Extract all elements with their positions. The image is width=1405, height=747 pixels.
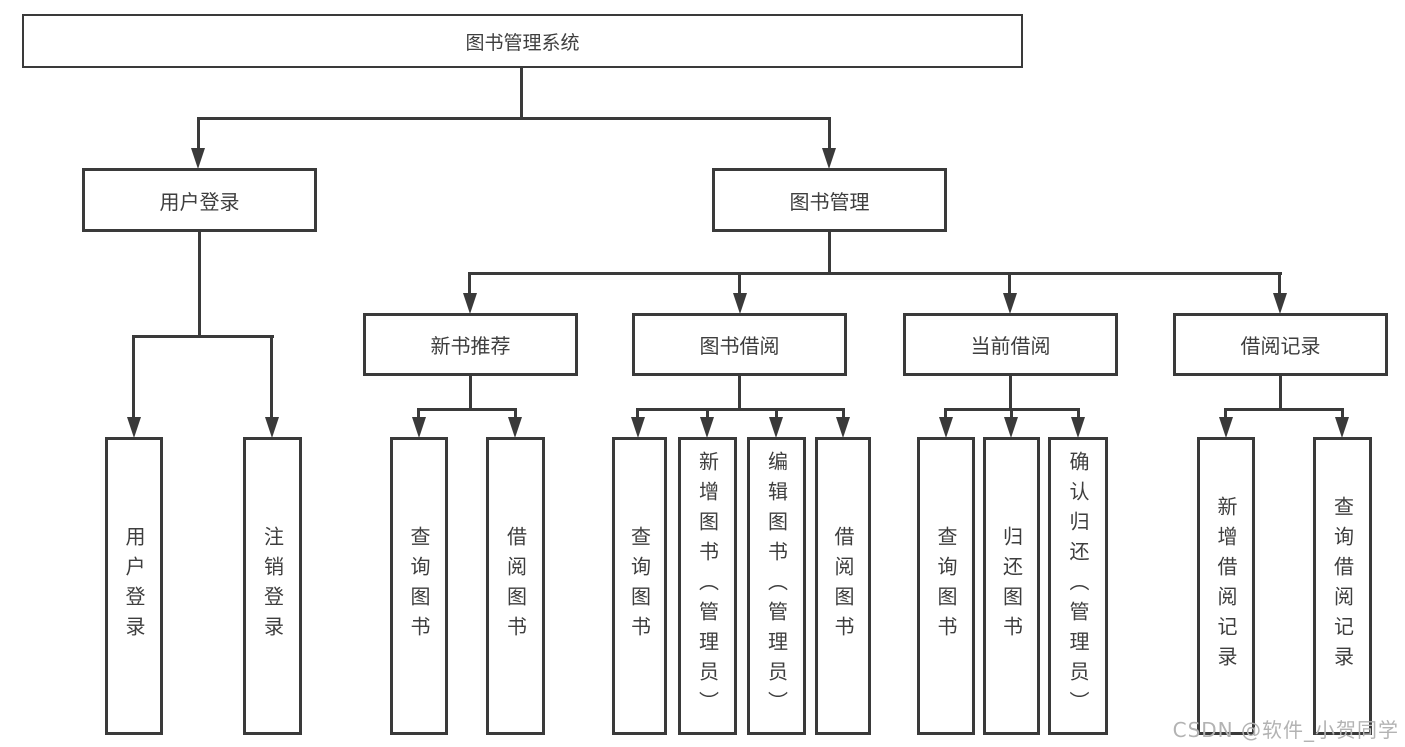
leaf-label: 编辑图书（管理员） — [764, 451, 789, 721]
connector-line — [1279, 375, 1282, 409]
arrow-down-icon — [1004, 417, 1018, 438]
connector-line — [197, 117, 200, 151]
arrow-down-icon — [700, 417, 714, 438]
leaf-borrow-books: 借阅图书 — [815, 437, 871, 735]
connector-line — [842, 408, 845, 420]
connector-line — [1008, 272, 1011, 297]
node-label: 借阅记录 — [1240, 334, 1321, 358]
connector-line — [198, 232, 201, 336]
arrow-down-icon — [1335, 417, 1349, 438]
leaf-label: 归还图书 — [999, 526, 1024, 646]
arrow-down-icon — [733, 293, 747, 314]
arrow-down-icon — [769, 417, 783, 438]
connector-line — [469, 272, 1282, 275]
connector-line — [1009, 375, 1012, 409]
leaf-label: 借阅图书 — [831, 526, 855, 646]
connector-line — [828, 232, 831, 273]
arrow-down-icon — [939, 417, 953, 438]
arrow-down-icon — [1219, 417, 1233, 438]
connector-line — [706, 408, 709, 420]
arrow-down-icon — [265, 417, 279, 438]
arrow-down-icon — [822, 148, 836, 169]
connector-line — [738, 272, 741, 297]
leaf-confirm-return-admin: 确认归还（管理员） — [1048, 437, 1108, 735]
node-library-management-system: 图书管理系统 — [22, 14, 1023, 68]
leaf-label: 新增借阅记录 — [1214, 496, 1238, 676]
arrow-down-icon — [1071, 417, 1085, 438]
connector-line — [1224, 408, 1227, 420]
connector-line — [636, 408, 639, 420]
leaf-label: 用户登录 — [122, 526, 146, 646]
node-label: 图书管理系统 — [465, 31, 580, 54]
node-borrowing-records: 借阅记录 — [1173, 313, 1388, 376]
leaf-label: 查询图书 — [934, 526, 958, 646]
node-label: 图书借阅 — [699, 334, 780, 358]
leaf-query-borrow-record: 查询借阅记录 — [1313, 437, 1372, 735]
node-user-login: 用户登录 — [82, 168, 317, 232]
connector-line — [468, 272, 471, 297]
arrow-down-icon — [1273, 293, 1287, 314]
connector-line — [1278, 272, 1281, 297]
node-new-book-recommend: 新书推荐 — [363, 313, 578, 376]
leaf-logout: 注销登录 — [243, 437, 302, 735]
connector-line — [520, 68, 523, 118]
leaf-label: 借阅图书 — [503, 526, 528, 646]
leaf-edit-books-admin: 编辑图书（管理员） — [747, 437, 806, 735]
leaf-query-books: 查询图书 — [917, 437, 975, 735]
leaf-label: 查询图书 — [627, 526, 652, 646]
connector-line — [197, 117, 831, 120]
connector-line — [417, 408, 517, 411]
leaf-query-books: 查询图书 — [612, 437, 667, 735]
connector-line — [132, 335, 274, 338]
connector-line — [944, 408, 947, 420]
leaf-user-login: 用户登录 — [105, 437, 163, 735]
leaf-return-books: 归还图书 — [983, 437, 1040, 735]
arrow-down-icon — [1003, 293, 1017, 314]
connector-line — [132, 335, 135, 419]
node-label: 新书推荐 — [430, 334, 511, 358]
leaf-add-books-admin: 新增图书（管理员） — [678, 437, 737, 735]
connector-line — [270, 335, 273, 419]
connector-line — [1010, 408, 1013, 420]
connector-line — [1224, 408, 1344, 411]
connector-line — [738, 375, 741, 409]
leaf-label: 确认归还（管理员） — [1066, 451, 1090, 721]
arrow-down-icon — [191, 148, 205, 169]
connector-line — [469, 375, 472, 409]
connector-line — [775, 408, 778, 420]
leaf-query-books: 查询图书 — [390, 437, 448, 735]
connector-line — [828, 117, 831, 151]
node-label: 图书管理 — [789, 189, 870, 214]
node-label: 用户登录 — [159, 189, 240, 214]
node-label: 当前借阅 — [970, 334, 1051, 358]
connector-line — [636, 408, 845, 411]
leaf-label: 注销登录 — [260, 526, 285, 646]
arrow-down-icon — [508, 417, 522, 438]
connector-line — [1077, 408, 1080, 420]
csdn-watermark: CSDN @软件_小贺同学 — [1172, 718, 1399, 742]
leaf-label: 查询借阅记录 — [1330, 496, 1355, 676]
connector-line — [1341, 408, 1344, 420]
leaf-add-borrow-record: 新增借阅记录 — [1197, 437, 1255, 735]
leaf-label: 新增图书（管理员） — [695, 451, 720, 721]
arrow-down-icon — [127, 417, 141, 438]
leaf-borrow-books: 借阅图书 — [486, 437, 545, 735]
node-current-borrowing: 当前借阅 — [903, 313, 1118, 376]
node-book-borrowing: 图书借阅 — [632, 313, 847, 376]
arrow-down-icon — [631, 417, 645, 438]
arrow-down-icon — [463, 293, 477, 314]
node-book-management: 图书管理 — [712, 168, 947, 232]
connector-line — [417, 408, 420, 420]
arrow-down-icon — [836, 417, 850, 438]
arrow-down-icon — [412, 417, 426, 438]
connector-line — [514, 408, 517, 420]
leaf-label: 查询图书 — [407, 526, 431, 646]
